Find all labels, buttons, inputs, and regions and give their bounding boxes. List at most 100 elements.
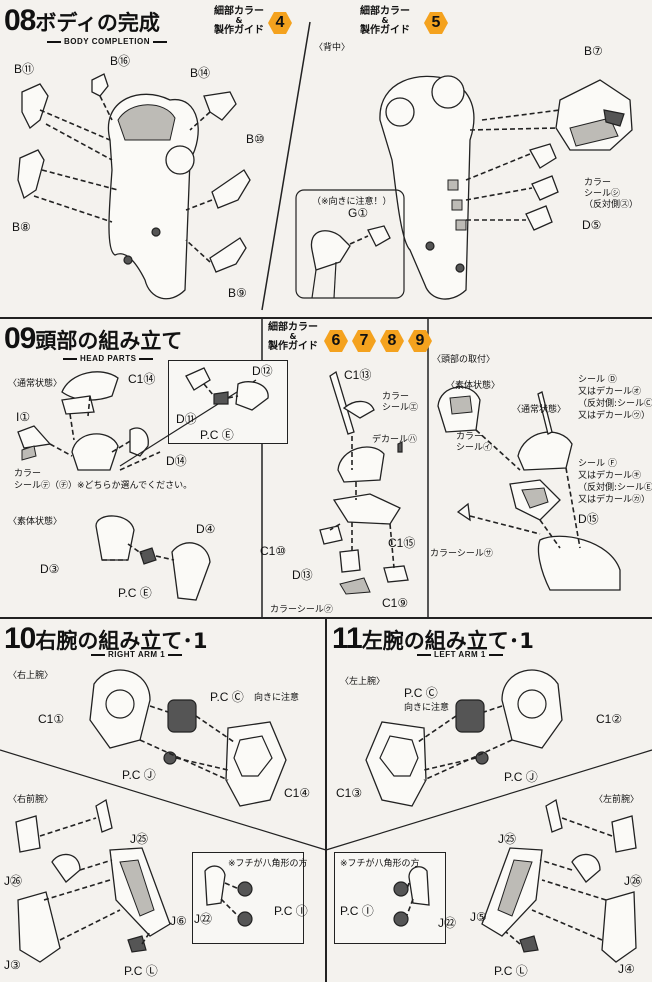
part-label-c3: C1③	[336, 786, 363, 800]
normal-state-2-label: 〈通常状態〉	[512, 405, 567, 415]
part-label-i1: I①	[16, 410, 31, 424]
section-08-header: 08ボディの完成	[4, 4, 160, 38]
part-label-b8: B⑧	[12, 220, 31, 234]
head-assembly-illustration	[319, 370, 409, 595]
part-label-j5: J⑤	[470, 910, 487, 924]
part-label-j25: J㉕	[130, 832, 149, 846]
right-arm-illustration	[15, 669, 287, 963]
head-attach-label: 〈頭部の取付〉	[432, 355, 496, 365]
part-label-d5: D⑤	[582, 218, 602, 232]
part-label-c2: C1②	[596, 712, 623, 726]
part-label-b7: B⑦	[584, 44, 603, 58]
part-label-j6: J⑥	[170, 914, 187, 928]
base-state-label: 〈素体状態〉	[8, 517, 63, 527]
pcc-caution-left: 向きに注意	[404, 703, 450, 713]
color-guide-label: 細部カラー & 製作ガイド	[214, 6, 264, 36]
guide-badge-7: 7	[352, 330, 376, 352]
octagon-detail-box-left	[334, 852, 446, 944]
part-label-j4: J④	[618, 962, 635, 976]
part-label-pcc: P.C Ⓒ	[210, 690, 244, 704]
color-seal-sa-note: カラーシール㋚	[430, 549, 493, 559]
part-label-pcl-left: P.C Ⓛ	[494, 964, 528, 978]
body-front-illustration	[17, 73, 251, 300]
part-label-pci: P.C Ⓘ	[274, 904, 308, 918]
section-subtitle: LEFT ARM 1	[414, 650, 506, 659]
section-title: ボディの完成	[35, 11, 160, 35]
head-normal-illustration	[17, 367, 269, 601]
head-attach-illustration	[437, 386, 621, 591]
part-label-c10: C1⑩	[260, 544, 287, 558]
section-11-header: 11左腕の組み立て･1	[332, 622, 534, 656]
part-label-pci-left: P.C Ⓘ	[340, 904, 374, 918]
section-number: 11	[332, 622, 363, 655]
part-label-j26-left: J㉖	[624, 874, 643, 888]
part-label-c4: C1④	[284, 786, 311, 800]
section-number: 10	[4, 622, 36, 655]
part-label-j26: J㉖	[4, 874, 23, 888]
part-label-pcc-left: P.C Ⓒ	[404, 686, 438, 700]
part-label-c9: C1⑨	[382, 596, 409, 610]
octagon-note-left: ※フチが八角形の方	[340, 859, 420, 869]
part-label-pcl: P.C Ⓛ	[124, 964, 158, 978]
part-label-d13: D⑬	[292, 568, 313, 582]
part-label-j3: J③	[4, 958, 21, 972]
color-guide-label-2: 細部カラー & 製作ガイド	[360, 6, 410, 36]
part-label-d4: D④	[196, 522, 216, 536]
color-seal-i-note: カラー シール㋑	[456, 432, 493, 453]
part-label-b9: B⑨	[228, 286, 247, 300]
guide-badge-6: 6	[324, 330, 348, 352]
guide-badge-5: 5	[424, 12, 448, 34]
part-label-j22-left: J㉒	[438, 916, 457, 930]
octagon-detail-box-right	[192, 852, 304, 944]
octagon-note-right: ※フチが八角形の方	[228, 859, 308, 869]
part-label-d3: D③	[40, 562, 60, 576]
part-label-pcj-left: P.C Ⓙ	[504, 770, 538, 784]
section-title: 左腕の組み立て･1	[361, 629, 534, 653]
base-state-2-label: 〈素体状態〉	[446, 381, 501, 391]
color-seal-note: カラー シール㋛ （反対側㋜）	[584, 178, 639, 210]
section-10-header: 10右腕の組み立て･1	[4, 622, 208, 656]
guide-badge-8: 8	[380, 330, 404, 352]
section-subtitle: BODY COMPLETION	[44, 37, 170, 46]
part-label-j25-left: J㉕	[498, 832, 517, 846]
color-seal-ku-note: カラーシール㋗	[270, 605, 333, 615]
section-number: 09	[4, 322, 36, 355]
caution-note: （※向きに注意！）	[312, 197, 392, 207]
section-subtitle: HEAD PARTS	[60, 354, 156, 363]
right-forearm-label: 〈右前腕〉	[8, 795, 54, 805]
seal-choice-note: カラー シール㋢（㋠）※どちらか選んでください。	[14, 469, 193, 491]
part-label-d11: D⑪	[176, 412, 197, 426]
part-label-b16: B⑯	[110, 54, 131, 68]
seal-d-note: シール Ⓓ 又はデカール㋔ （反対側:シールⒸ 又はデカール㋒）	[578, 375, 652, 421]
left-upper-arm-label: 〈左上腕〉	[340, 677, 386, 687]
left-forearm-label: 〈左前腕〉	[594, 795, 640, 805]
part-label-c1: C1①	[38, 712, 65, 726]
decal-ha-note: デカール㋩	[372, 435, 418, 445]
guide-badge-9: 9	[408, 330, 432, 352]
section-title: 右腕の組み立て･1	[35, 629, 208, 653]
part-label-d12: D⑫	[252, 364, 273, 378]
body-back-illustration	[295, 75, 633, 300]
part-label-b14: B⑭	[190, 66, 211, 80]
part-label-b10: B⑩	[246, 132, 265, 146]
section-title: 頭部の組み立て	[35, 329, 183, 353]
seal-f-note: シール Ⓕ 又はデカール㋖ （反対側:シールⒺ 又はデカール㋕）	[578, 459, 652, 505]
part-label-pcj: P.C Ⓙ	[122, 768, 156, 782]
back-view-label: 〈背中〉	[314, 43, 351, 53]
part-label-c15: C1⑮	[388, 536, 416, 550]
part-label-pce: P.C Ⓔ	[200, 428, 234, 442]
section-number: 08	[4, 4, 36, 37]
part-label-j22: J㉒	[194, 912, 213, 926]
part-label-d15: D⑮	[578, 512, 599, 526]
part-label-b11: B⑪	[14, 62, 35, 76]
normal-state-label: 〈通常状態〉	[8, 379, 63, 389]
part-label-c13: C1⑬	[344, 368, 372, 382]
section-09-header: 09頭部の組み立て	[4, 322, 182, 356]
part-label-g1: G①	[348, 206, 369, 220]
right-upper-arm-label: 〈右上腕〉	[8, 671, 54, 681]
part-label-c14: C1⑭	[128, 372, 156, 386]
color-guide-label: 細部カラー & 製作ガイド	[268, 322, 318, 352]
part-label-d14: D⑭	[166, 454, 187, 468]
